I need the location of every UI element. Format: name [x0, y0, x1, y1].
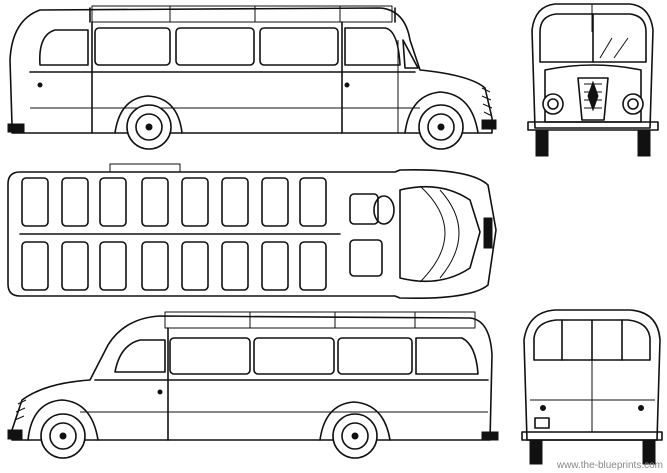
front-body-outline — [531, 3, 654, 129]
roof-rack-frame-left — [164, 311, 476, 329]
front-bumper-top — [483, 217, 493, 249]
rear-wheel — [126, 104, 172, 150]
rear-bumper-left — [481, 431, 499, 441]
headlight-left — [542, 93, 564, 115]
roof-rack — [89, 7, 396, 23]
rear-fender-left — [319, 401, 391, 441]
body-outline — [9, 7, 493, 134]
roof-rack-top — [109, 163, 181, 173]
door-handle — [37, 82, 43, 88]
roof-outline — [7, 168, 497, 300]
front-bumper-left — [7, 429, 23, 440]
tail-light-right — [638, 405, 644, 411]
rear-fender — [114, 95, 183, 134]
rear-view — [521, 309, 663, 465]
windshield — [539, 13, 647, 63]
rear-wheel-left — [332, 413, 378, 459]
front-wheel — [418, 104, 464, 150]
seat-row-lower — [21, 241, 327, 291]
rear-bumper-rear — [521, 431, 663, 441]
rear-bumper — [7, 123, 25, 133]
side-view-left — [7, 311, 499, 459]
tail-light-left — [540, 405, 546, 411]
hood-top — [399, 185, 481, 283]
steering-wheel — [373, 195, 395, 225]
wheel-left-front — [535, 129, 549, 157]
front-view — [527, 3, 659, 157]
watermark: www.the-blueprints.com — [556, 460, 663, 471]
headlight-right — [622, 93, 644, 115]
driver-area — [349, 193, 395, 277]
grille — [481, 87, 493, 117]
body-outline-left — [11, 315, 493, 441]
grille-front — [577, 77, 609, 121]
front-bumper — [481, 119, 497, 130]
side-view-right — [7, 5, 497, 150]
front-fender-left — [27, 399, 99, 441]
side-windows — [38, 27, 419, 69]
top-view — [7, 163, 497, 300]
hood — [544, 64, 642, 123]
side-windows-left — [114, 337, 479, 375]
wheel-right-rear — [642, 439, 656, 465]
grille-left — [14, 399, 27, 421]
license-plate — [534, 417, 550, 429]
rear-body-outline — [523, 309, 661, 441]
seat-row-upper — [21, 177, 327, 227]
wiper — [599, 37, 629, 59]
emblem — [587, 80, 599, 112]
front-fender — [404, 91, 479, 134]
rear-window — [533, 319, 651, 361]
front-bumper-front — [527, 121, 659, 131]
wheel-right-front — [637, 129, 651, 157]
front-wheel-left — [40, 413, 86, 459]
wheel-left-rear — [529, 439, 543, 465]
roof-rack-frame — [91, 5, 393, 23]
